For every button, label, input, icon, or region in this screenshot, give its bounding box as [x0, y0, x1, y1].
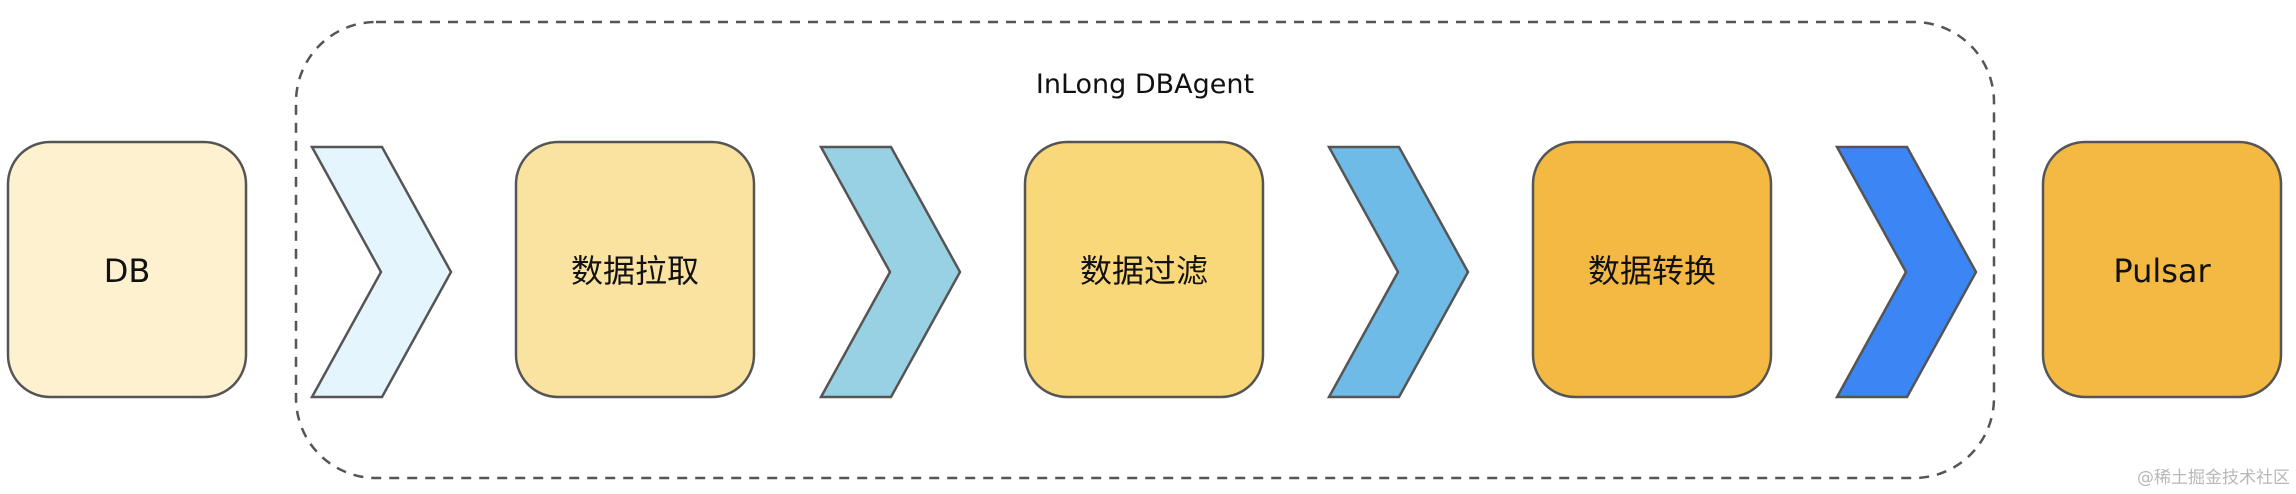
node-db-label: DB [104, 252, 151, 290]
chevron-arrow-icon [1326, 145, 1470, 399]
node-data-filter: 数据过滤 [1023, 140, 1265, 399]
node-pulsar: Pulsar [2041, 140, 2283, 399]
node-pulsar-label: Pulsar [2113, 252, 2211, 290]
node-data-transform-label: 数据转换 [1588, 252, 1716, 290]
watermark-text: @稀土掘金技术社区 [2137, 468, 2290, 488]
chevron-arrow-icon [818, 145, 962, 399]
group-label: InLong DBAgent [1036, 69, 1254, 100]
node-data-transform: 数据转换 [1531, 140, 1773, 399]
node-data-pull-label: 数据拉取 [571, 252, 699, 290]
node-data-filter-label: 数据过滤 [1080, 252, 1208, 290]
node-data-pull: 数据拉取 [514, 140, 756, 399]
chevron-arrow-icon [309, 145, 453, 399]
chevron-arrow-icon [1834, 145, 1978, 399]
dbagent-group-box [294, 20, 1996, 480]
node-db: DB [6, 140, 248, 399]
